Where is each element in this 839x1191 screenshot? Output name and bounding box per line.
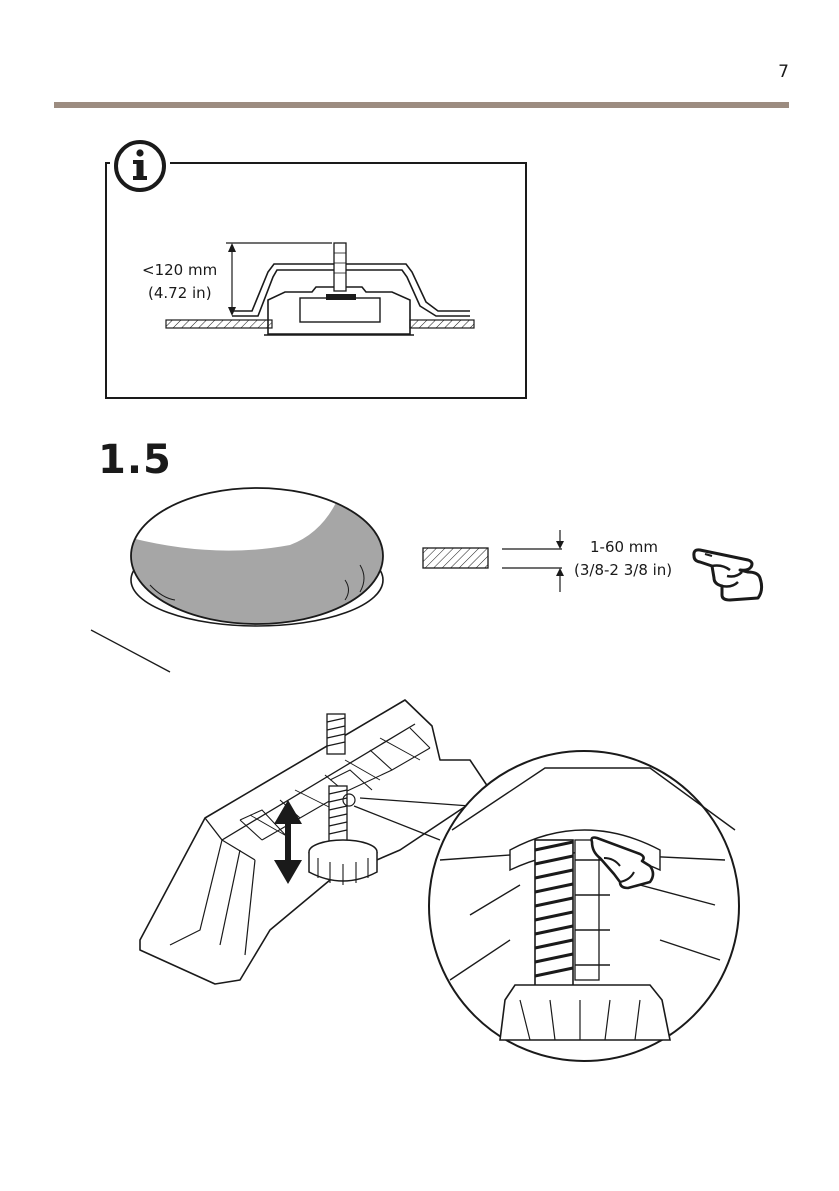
bracket-adjustment-diagram xyxy=(0,0,839,1191)
